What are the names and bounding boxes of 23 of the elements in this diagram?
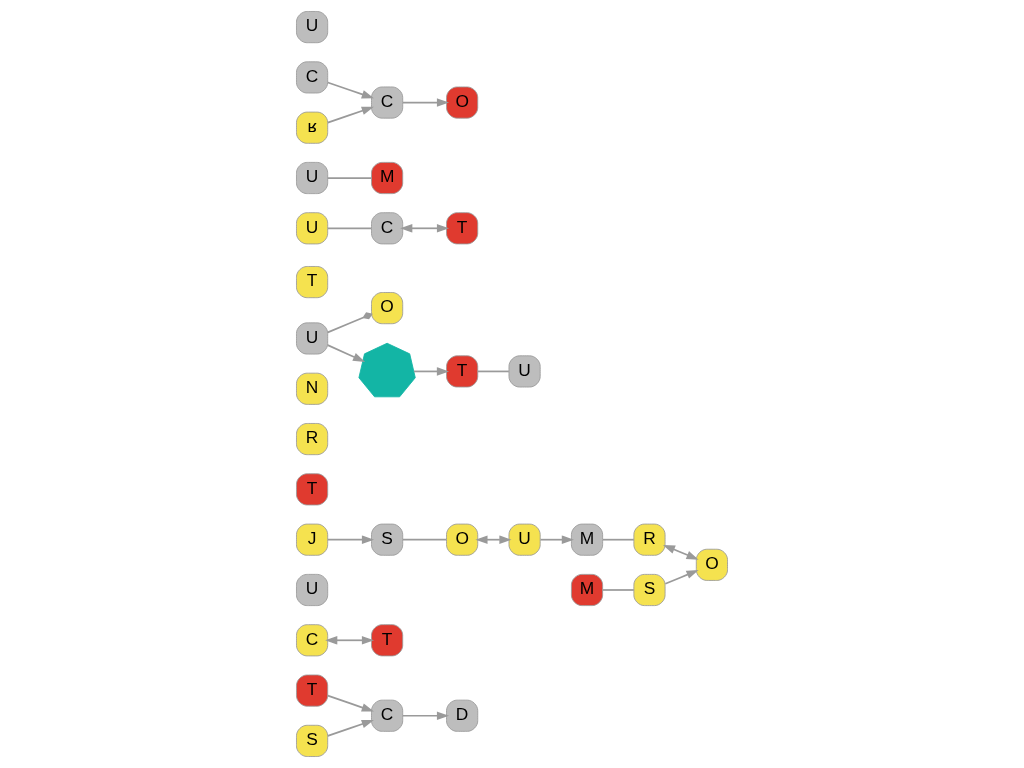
node-picture [358,342,416,398]
arrow [326,694,374,712]
connector [602,538,635,541]
connector [326,312,373,334]
arrow [326,81,374,99]
connector [602,589,635,591]
arrow [326,106,374,124]
arrow [326,719,374,737]
arrow [400,224,450,233]
connector [401,538,448,541]
arrow [664,570,699,585]
connector [326,177,373,179]
arrow [401,98,450,107]
arrow [401,711,450,720]
connector [477,370,510,373]
arrow [539,535,574,544]
arrow [475,535,512,544]
arrow [662,544,699,560]
connector [326,227,373,230]
arrow [326,535,375,544]
arrow [326,344,366,362]
arrow [413,367,450,376]
arrow [325,636,375,645]
